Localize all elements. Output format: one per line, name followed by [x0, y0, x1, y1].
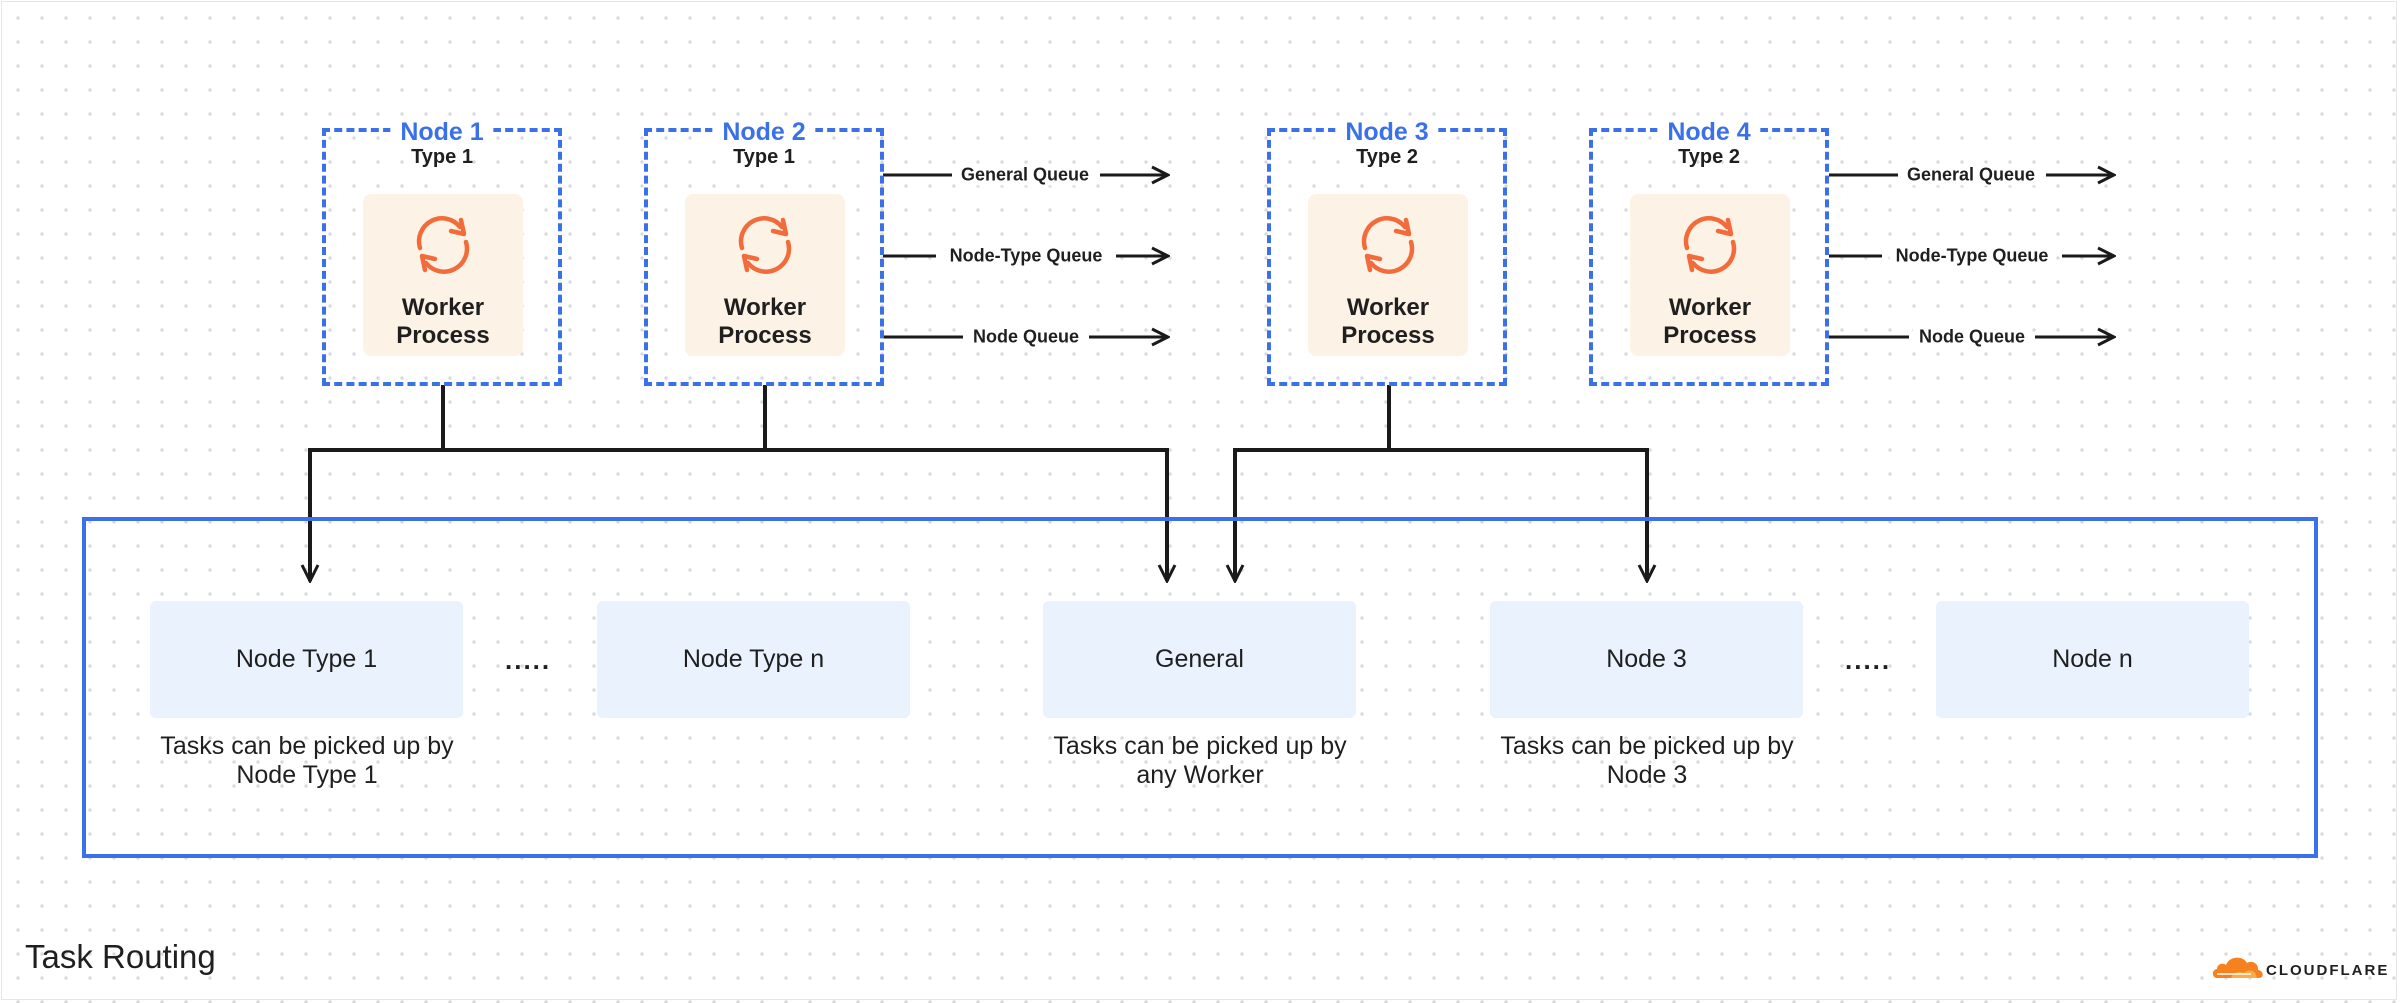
node-type-queue-label: Node-Type Queue: [1889, 245, 2055, 267]
cloud-icon: [2212, 957, 2263, 978]
queue-box-general: General: [1043, 601, 1356, 718]
queue-box-node-type-n: Node Type n: [597, 601, 910, 718]
node-title: Node 4: [1657, 119, 1761, 145]
node-type-label: Type 2: [1356, 146, 1418, 168]
caption-general: Tasks can be picked up by any Worker: [1053, 732, 1347, 789]
ellipsis: .....: [505, 645, 552, 675]
queue-box-node-n: Node n: [1936, 601, 2249, 718]
worker-process-card: Worker Process: [1630, 194, 1790, 356]
node-1-box: Node 1 Type 1 Worker Process: [322, 119, 562, 386]
worker-process-card: Worker Process: [1308, 194, 1468, 356]
worker-process-label: Worker Process: [1663, 294, 1757, 349]
node-title: Node 2: [712, 119, 816, 145]
node-type-label: Type 1: [411, 146, 473, 168]
logo-text: CLOUDFLARE: [2266, 962, 2390, 979]
worker-process-card: Worker Process: [685, 194, 845, 356]
node-3-box: Node 3 Type 2 Worker Process: [1267, 119, 1507, 386]
node-type-queue-label: Node-Type Queue: [943, 245, 1109, 267]
worker-process-label: Worker Process: [396, 294, 490, 349]
general-queue-label: General Queue: [954, 164, 1096, 186]
general-queue-label: General Queue: [1900, 164, 2042, 186]
worker-process-label: Worker Process: [718, 294, 812, 349]
node-2-box: Node 2 Type 1 Worker Process: [644, 119, 884, 386]
task-routing-container: [82, 517, 2318, 858]
node-title: Node 3: [1335, 119, 1439, 145]
caption-node-type-1: Tasks can be picked up by Node Type 1: [160, 732, 454, 789]
node-type-label: Type 2: [1678, 146, 1740, 168]
worker-process-label: Worker Process: [1341, 294, 1435, 349]
ellipsis: .....: [1845, 645, 1892, 675]
page-title: Task Routing: [25, 938, 216, 975]
node-title: Node 1: [390, 119, 494, 145]
refresh-cycle-icon: [738, 216, 792, 274]
node-4-box: Node 4 Type 2 Worker Process: [1589, 119, 1829, 386]
caption-node-3: Tasks can be picked up by Node 3: [1500, 732, 1794, 789]
node-queue-label: Node Queue: [1912, 326, 2032, 348]
queue-box-node-3: Node 3: [1490, 601, 1803, 718]
worker-process-card: Worker Process: [363, 194, 523, 356]
queue-box-node-type-1: Node Type 1: [150, 601, 463, 718]
node-queue-label: Node Queue: [966, 326, 1086, 348]
refresh-cycle-icon: [1361, 216, 1415, 274]
refresh-cycle-icon: [1683, 216, 1737, 274]
node-type-label: Type 1: [733, 146, 795, 168]
refresh-cycle-icon: [416, 216, 470, 274]
